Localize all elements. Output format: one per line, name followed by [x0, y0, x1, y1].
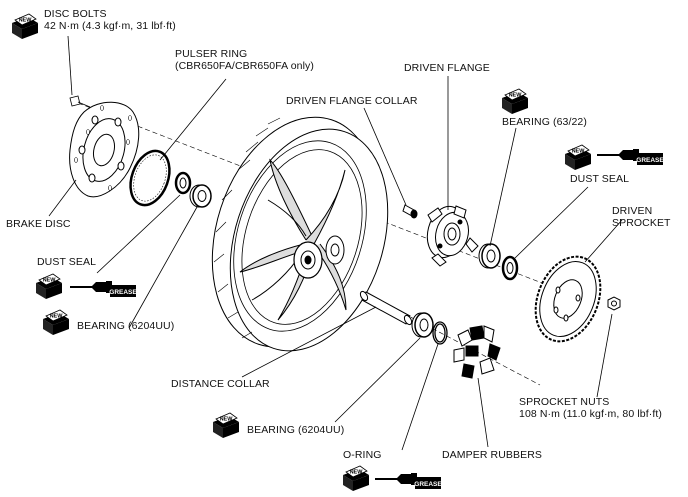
bearing-6204uu-left-label: BEARING (6204UU) — [77, 320, 175, 332]
sprocket-nuts-name: SPROCKET NUTS — [519, 396, 610, 408]
driven-flange — [426, 205, 479, 267]
sprocket-nut — [607, 296, 621, 311]
new-part-icon — [342, 465, 370, 492]
wheel-assembly — [211, 116, 389, 352]
bearing-63-22-label: BEARING (63/22) — [502, 116, 587, 128]
bearing-6204uu-bottom-label: BEARING (6204UU) — [247, 424, 345, 436]
pulser-ring-label: PULSER RING (CBR650FA/CBR650FA only) — [175, 48, 314, 72]
dust-seal-left — [174, 171, 192, 195]
disc-bolt — [69, 95, 91, 108]
distance-collar-label: DISTANCE COLLAR — [171, 378, 270, 390]
grease-icon — [375, 473, 443, 489]
driven-sprocket-label: DRIVEN SPROCKET — [612, 205, 671, 229]
new-part-icon — [501, 88, 529, 115]
brake-disc-label: BRAKE DISC — [6, 218, 71, 230]
disc-bolts-torque: 42 N·m (4.3 kgf·m, 31 lbf·ft) — [44, 20, 176, 32]
damper-rubbers — [453, 325, 501, 379]
pulser-ring — [129, 149, 171, 207]
pulser-ring-note: (CBR650FA/CBR650FA only) — [175, 60, 314, 72]
bearing-63-22 — [478, 243, 501, 269]
new-part-icon — [564, 144, 592, 171]
new-part-icon — [212, 412, 240, 439]
o-ring — [432, 321, 448, 345]
bearing-6204uu-bottom — [411, 312, 434, 338]
driven-sprocket-line1: DRIVEN — [612, 205, 653, 217]
new-part-icon — [35, 273, 63, 300]
new-part-icon — [42, 309, 70, 336]
bearing-6204uu-left — [189, 184, 212, 208]
disc-bolts-label: DISC BOLTS 42 N·m (4.3 kgf·m, 31 lbf·ft) — [44, 8, 176, 32]
driven-flange-collar-label: DRIVEN FLANGE COLLAR — [286, 95, 418, 107]
sprocket-nuts-torque: 108 N·m (11.0 kgf·m, 80 lbf·ft) — [519, 408, 662, 420]
driven-flange-label: DRIVEN FLANGE — [404, 62, 490, 74]
damper-rubbers-label: DAMPER RUBBERS — [442, 449, 543, 461]
grease-icon — [597, 149, 665, 165]
pulser-ring-name: PULSER RING — [175, 48, 248, 60]
driven-sprocket-line2: SPROCKET — [612, 217, 671, 229]
o-ring-label: O-RING — [343, 449, 382, 461]
new-part-icon — [11, 13, 39, 40]
grease-icon — [70, 281, 138, 297]
leader-lines — [48, 35, 623, 451]
sprocket-nuts-label: SPROCKET NUTS 108 N·m (11.0 kgf·m, 80 lb… — [519, 396, 662, 420]
distance-collar — [359, 290, 413, 326]
disc-bolts-name: DISC BOLTS — [44, 8, 107, 20]
driven-flange-collar — [402, 204, 418, 219]
dust-seal-left-label: DUST SEAL — [37, 256, 97, 268]
brake-disc — [69, 101, 140, 198]
driven-sprocket — [534, 255, 602, 343]
dust-seal-right — [501, 255, 519, 281]
dust-seal-right-label: DUST SEAL — [570, 173, 630, 185]
